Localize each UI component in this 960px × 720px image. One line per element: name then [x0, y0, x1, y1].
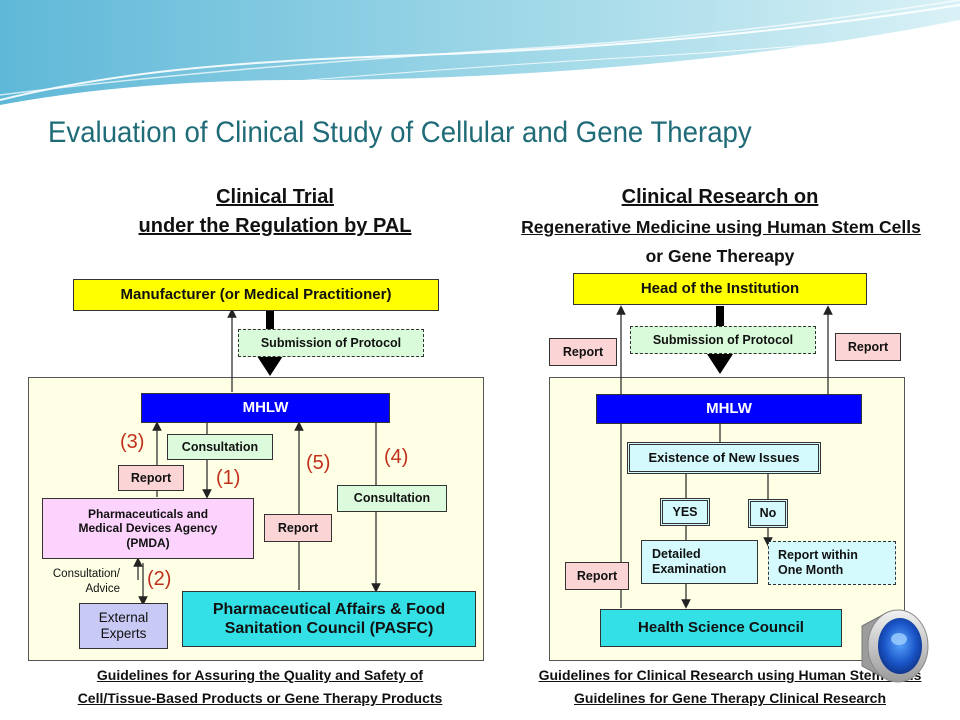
- within-line1: Report within: [778, 548, 858, 562]
- right-footer-line2: Guidelines for Gene Therapy Clinical Res…: [574, 690, 886, 706]
- right-heading-line1: Clinical Research on: [621, 186, 819, 208]
- left-footer-line1: Guidelines for Assuring the Quality and …: [96, 667, 424, 683]
- step-number-2: (2): [147, 568, 172, 590]
- pasfc-line1: Pharmaceutical Affairs & Food: [212, 600, 446, 618]
- right-report-left: Report: [549, 338, 617, 366]
- pmda-line3: (PMDA): [126, 535, 170, 550]
- new-issues-box: Existence of New Issues: [627, 442, 821, 474]
- report-within-box: Report within One Month: [768, 541, 896, 585]
- step-number-3: (3): [120, 431, 145, 453]
- left-heading-line2: under the Regulation by PAL: [138, 215, 412, 237]
- pmda-line2: Medical Devices Agency: [78, 521, 218, 536]
- left-report-pasfc: Report: [264, 514, 332, 542]
- pmda-box: Pharmaceuticals and Medical Devices Agen…: [42, 498, 254, 559]
- header-wave: [0, 0, 960, 109]
- pasfc-box: Pharmaceutical Affairs & Food Sanitation…: [182, 591, 476, 647]
- health-science-council-box: Health Science Council: [600, 609, 842, 647]
- right-heading-line3: or Gene Thereapy: [645, 246, 795, 266]
- left-heading-line1: Clinical Trial: [216, 186, 334, 208]
- detailed-line1: Detailed: [652, 547, 701, 561]
- left-footer-line2: Cell/Tissue-Based Products or Gene Thera…: [77, 690, 443, 706]
- step-number-5: (5): [306, 452, 331, 474]
- detailed-line2: Examination: [652, 562, 727, 576]
- right-mhlw-box: MHLW: [596, 394, 862, 424]
- within-line2: One Month: [778, 563, 844, 577]
- step-number-4: (4): [384, 446, 409, 468]
- external-experts-box: External Experts: [79, 603, 168, 649]
- left-mhlw-box: MHLW: [141, 393, 390, 423]
- right-footer-line1: Guidelines for Clinical Research using H…: [538, 667, 922, 683]
- head-institution-box: Head of the Institution: [573, 273, 867, 305]
- yes-box: YES: [660, 498, 710, 526]
- left-consultation-top: Consultation: [167, 434, 273, 460]
- no-box: No: [748, 499, 788, 528]
- right-heading-line2: Regenerative Medicine using Human Stem C…: [521, 217, 921, 237]
- external-line2: Experts: [100, 626, 147, 641]
- external-line1: External: [98, 609, 149, 625]
- left-consultation-right: Consultation: [337, 485, 447, 512]
- consultation-advice-line1: Consultation/: [52, 568, 120, 580]
- right-report-lower: Report: [565, 562, 629, 590]
- speaker-icon[interactable]: [852, 604, 936, 688]
- detailed-examination-box: Detailed Examination: [641, 540, 758, 584]
- step-number-1: (1): [216, 467, 241, 489]
- left-submission-label: Submission of Protocol: [238, 329, 424, 357]
- pasfc-line2: Sanitation Council (PASFC): [224, 620, 434, 637]
- pmda-line1: Pharmaceuticals and: [87, 506, 209, 521]
- right-submission-label: Submission of Protocol: [630, 326, 816, 354]
- left-report-pmda: Report: [118, 465, 184, 491]
- consultation-advice-line2: Advice: [85, 582, 120, 595]
- consultation-advice-label: Consultation/ Advice: [34, 567, 120, 597]
- right-report-right: Report: [835, 333, 901, 361]
- manufacturer-box: Manufacturer (or Medical Practitioner): [73, 279, 439, 311]
- slide-title: Evaluation of Clinical Study of Cellular…: [48, 116, 752, 149]
